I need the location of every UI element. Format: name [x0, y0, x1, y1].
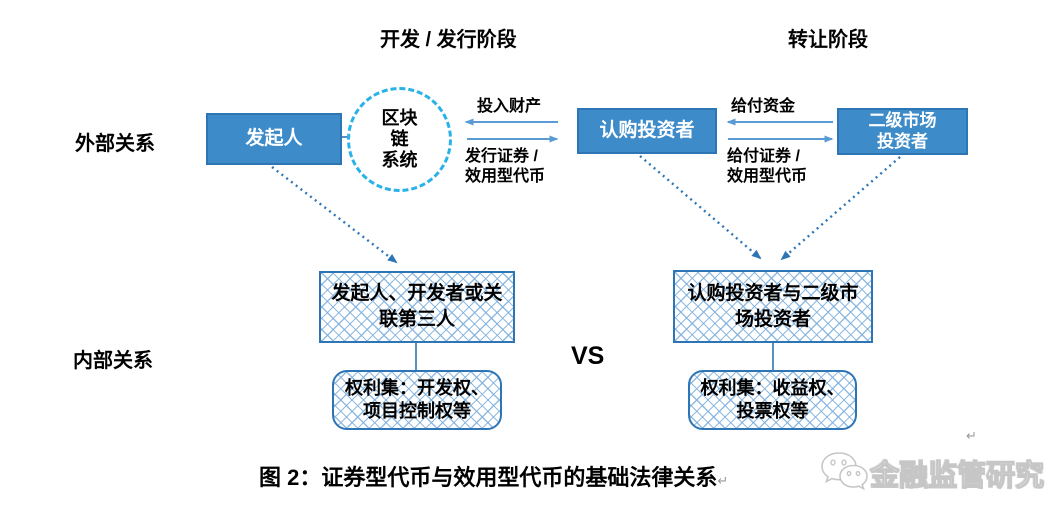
deliver-token-line-2: 效用型代币 — [727, 168, 808, 185]
watermark-text: 金融监管研究 — [869, 460, 1045, 493]
paragraph-mark-right: ↵ — [966, 428, 977, 443]
blockchain-system-node: 区块 链 系统 — [347, 87, 452, 192]
right-internal-group-box: 认购投资者与二级市 场投资者 — [673, 270, 873, 343]
figure-caption: 图 2：证券型代币与效用型代币的基础法律关系↵ — [259, 460, 728, 492]
subscriber-investor-node: 认购投资者 — [577, 108, 717, 154]
left-rights-line-1: 权利集：开发权、 — [345, 377, 489, 398]
issue-token-line-1: 发行证券 / — [465, 148, 538, 165]
secondary-market-investor-node: 二级市场 投资者 — [837, 108, 968, 155]
left-rights-line-2: 项目控制权等 — [363, 401, 471, 421]
invest-property-label: 投入财产 — [477, 98, 542, 115]
blockchain-line-1: 区块 — [381, 108, 418, 129]
subscriber-to-group-dotted-arrow — [639, 155, 762, 260]
secondary-to-group-dotted-arrow — [780, 156, 901, 261]
blockchain-line-3: 系统 — [381, 149, 418, 170]
right-rights-box: 权利集：收益权、 投票权等 — [688, 370, 857, 430]
issue-token-line-2: 效用型代币 — [465, 168, 546, 185]
secondary-line-2: 投资者 — [877, 131, 928, 151]
figure-caption-text: 图 2：证券型代币与效用型代币的基础法律关系 — [259, 465, 718, 490]
left-internal-group-box: 发起人、开发者或关 联第三人 — [319, 271, 515, 343]
issue-token-label: 发行证券 / 效用型代币 — [465, 147, 545, 187]
right-group-line-2: 场投资者 — [734, 308, 811, 330]
vs-label: VS — [571, 342, 605, 370]
sponsor-to-group-dotted-arrow — [271, 166, 398, 264]
sponsor-node: 发起人 — [206, 113, 342, 165]
row-label-internal-relations: 内部关系 — [73, 350, 153, 372]
right-group-line-1: 认购投资者与二级市 — [687, 282, 859, 304]
row-label-external-relations: 外部关系 — [75, 133, 155, 155]
paragraph-mark-caption: ↵ — [717, 473, 729, 488]
deliver-token-label: 给付证券 / 效用型代币 — [727, 147, 807, 187]
secondary-line-1: 二级市场 — [868, 110, 937, 130]
right-rights-line-2: 投票权等 — [736, 401, 809, 421]
right-rights-line-1: 权利集：收益权、 — [700, 377, 845, 398]
phase-header-development: 开发 / 发行阶段 — [380, 29, 517, 51]
pay-funds-label: 给付资金 — [731, 98, 796, 115]
blockchain-line-2: 链 — [390, 129, 409, 150]
deliver-token-line-1: 给付证券 / — [727, 148, 800, 165]
left-group-line-2: 联第三人 — [378, 309, 455, 330]
wechat-icon — [821, 452, 868, 491]
phase-header-transfer: 转让阶段 — [788, 29, 868, 51]
left-rights-box: 权利集：开发权、 项目控制权等 — [332, 370, 502, 430]
left-group-line-1: 发起人、开发者或关 — [331, 283, 503, 305]
